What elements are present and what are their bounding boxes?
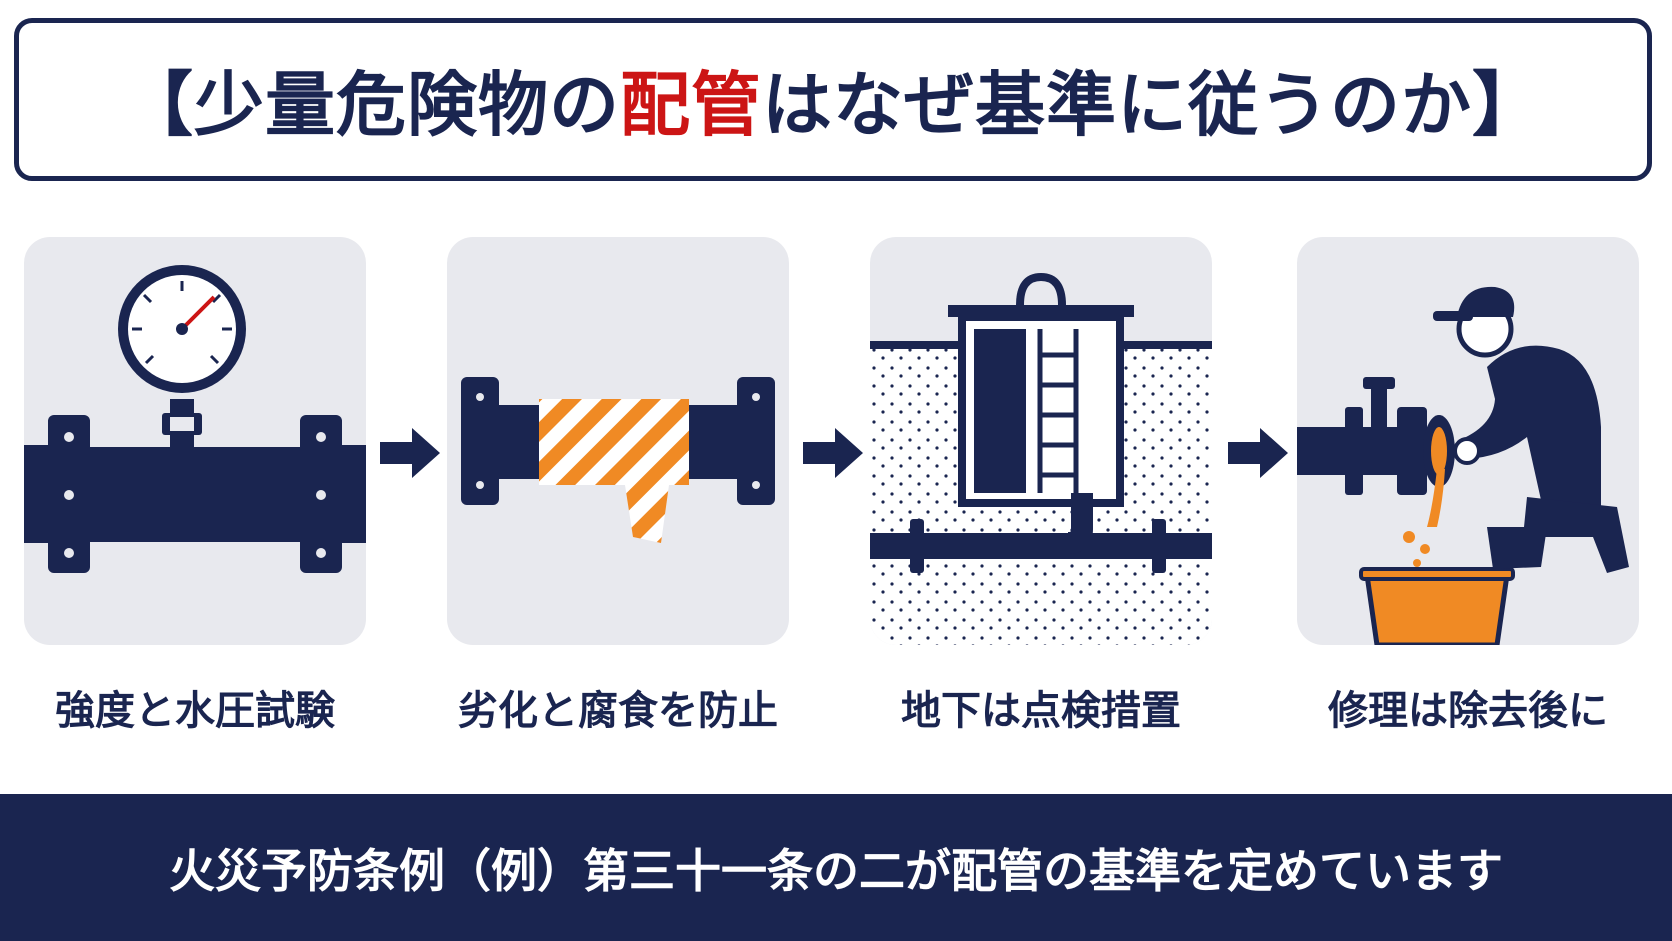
page-title: 【少量危険物の配管はなぜ基準に従うのか】 <box>123 49 1543 150</box>
step-caption-underground: 地下は点検措置 <box>901 688 1181 734</box>
footer-banner: 火災予防条例（例）第三十一条の二が配管の基準を定めています <box>0 794 1672 941</box>
step-panel-repair <box>1297 237 1639 645</box>
worker-repairing-pipe-icon <box>1297 286 1629 645</box>
step-panel-underground <box>870 237 1212 645</box>
footer-text: 火災予防条例（例）第三十一条の二が配管の基準を定めています <box>169 843 1503 898</box>
arrow-right-icon <box>1228 428 1288 478</box>
step-panel-corrosion <box>447 237 789 645</box>
arrow-right-icon <box>803 428 863 478</box>
step-caption-corrosion: 劣化と腐食を防止 <box>458 688 778 734</box>
title-highlight: 配管 <box>620 64 762 146</box>
step-caption-strength: 強度と水圧試験 <box>55 688 335 734</box>
wrapped-pipe-icon <box>461 377 775 543</box>
title-suffix: はなぜ基準に従うのか】 <box>762 64 1543 146</box>
pressure-gauge-pipe-icon <box>24 265 366 573</box>
title-prefix: 【少量危険物の <box>123 64 620 146</box>
arrow-right-icon <box>380 428 440 478</box>
underground-pit-icon <box>870 272 1212 645</box>
title-banner: 【少量危険物の配管はなぜ基準に従うのか】 <box>14 18 1652 181</box>
step-panel-strength <box>24 237 366 645</box>
step-caption-repair: 修理は除去後に <box>1328 688 1608 734</box>
